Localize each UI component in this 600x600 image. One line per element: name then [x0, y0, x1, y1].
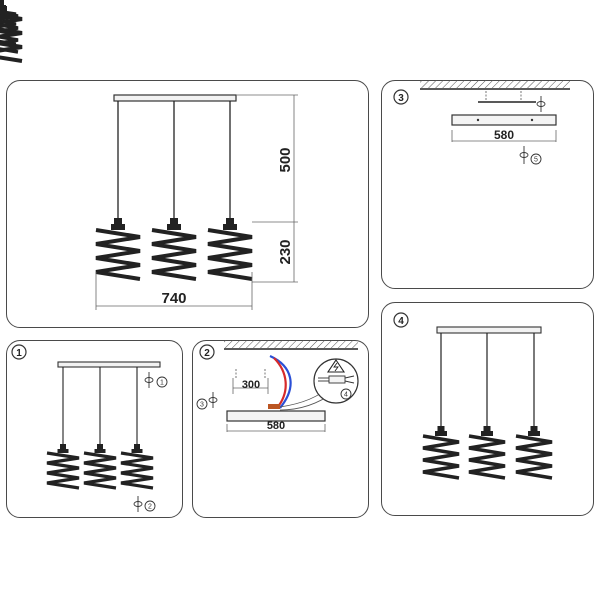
step4-number: 4	[398, 316, 404, 327]
shade-left	[94, 216, 142, 281]
dim-cord-label: 500	[277, 147, 294, 172]
step1-number: 1	[16, 348, 22, 359]
canopy-bar-step2	[226, 410, 326, 422]
rotate-icon-step1	[144, 372, 154, 388]
step4-number-circle	[393, 312, 409, 328]
connector-block-icon	[328, 375, 346, 384]
step3-number-circle	[393, 89, 409, 105]
step1-marker-a: 1	[160, 380, 164, 387]
step3-marker: 5	[534, 157, 538, 164]
dim-width-label: 740	[161, 290, 186, 307]
rotate-icon-step1-b	[133, 496, 143, 512]
shade-right	[206, 216, 254, 281]
step2-number-circle	[199, 344, 215, 360]
spiral-shade-medium	[0, 0, 19, 54]
wire-red	[273, 357, 287, 409]
screw-icon	[519, 146, 529, 164]
rotate-icon	[536, 96, 546, 112]
warning-triangle-icon	[326, 359, 346, 373]
step4-canopy	[436, 326, 542, 334]
canopy-bar-step3	[451, 114, 557, 126]
dimension-lines	[95, 94, 298, 310]
step2-marker-connector: 4	[344, 392, 348, 399]
step2-number: 2	[204, 348, 210, 359]
panel-overview	[6, 80, 369, 328]
terminal-block	[268, 404, 280, 409]
step2-bar-dim: 580	[267, 420, 285, 432]
step2-ceiling	[224, 340, 358, 350]
step3-ceiling	[420, 80, 570, 90]
panel-step-1	[6, 340, 183, 518]
step1-number-circle	[11, 344, 27, 360]
step1-marker-b: 2	[148, 504, 152, 511]
step2-marker-screw: 3	[200, 402, 204, 409]
wire-blue	[269, 354, 292, 409]
shade-middle	[150, 216, 198, 281]
step3-number: 3	[398, 93, 404, 104]
step2-plate-dim: 300	[242, 379, 260, 391]
screw-icon-step2	[208, 392, 218, 408]
step3-dim-label: 580	[494, 128, 514, 142]
step1-canopy	[57, 361, 161, 368]
overview-lamp	[0, 0, 237, 222]
dim-shade-label: 230	[277, 239, 294, 264]
canopy-bar	[113, 94, 237, 102]
